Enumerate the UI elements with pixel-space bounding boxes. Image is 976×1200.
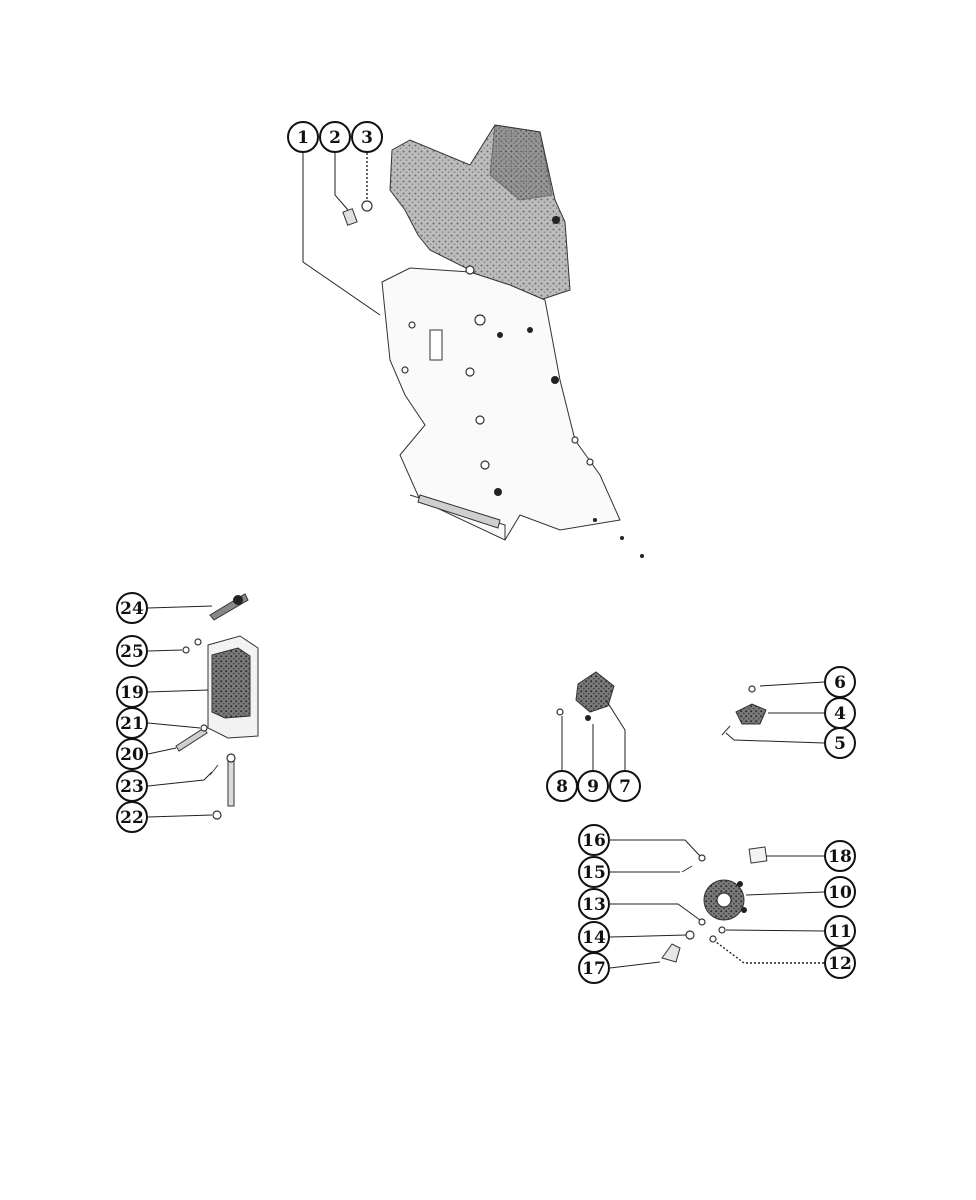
svg-text:14: 14: [582, 928, 606, 948]
callout-9: 9: [577, 770, 609, 802]
svg-text:18: 18: [828, 847, 852, 867]
svg-text:8: 8: [556, 777, 568, 797]
callout-3: 3: [351, 121, 383, 153]
callout-16: 16: [578, 824, 610, 856]
svg-text:2: 2: [329, 128, 341, 148]
svg-text:1: 1: [297, 128, 309, 148]
leader-lines: [147, 153, 825, 969]
svg-text:20: 20: [120, 745, 144, 765]
callout-18: 18: [824, 840, 856, 872]
callout-21: 21: [116, 707, 148, 739]
left-assembly-drawing: [175, 593, 259, 820]
callout-25: 25: [116, 635, 148, 667]
svg-text:22: 22: [120, 808, 144, 828]
right-small-parts-drawing: [721, 685, 767, 736]
callout-22: 22: [116, 801, 148, 833]
svg-text:5: 5: [834, 734, 846, 754]
svg-text:7: 7: [619, 777, 631, 797]
callout-13: 13: [578, 888, 610, 920]
svg-text:4: 4: [834, 704, 846, 724]
callout-5: 5: [824, 727, 856, 759]
svg-text:12: 12: [828, 954, 852, 974]
svg-text:6: 6: [834, 673, 846, 693]
callout-8: 8: [546, 770, 578, 802]
callout-23: 23: [116, 770, 148, 802]
svg-text:15: 15: [582, 863, 606, 883]
svg-text:13: 13: [582, 895, 606, 915]
ring-part-3: [361, 200, 373, 212]
callout-6: 6: [824, 666, 856, 698]
callout-7: 7: [609, 770, 641, 802]
callout-12: 12: [824, 947, 856, 979]
svg-text:24: 24: [120, 599, 144, 619]
callout-20: 20: [116, 738, 148, 770]
callout-4: 4: [824, 697, 856, 729]
svg-text:3: 3: [361, 128, 373, 148]
svg-text:25: 25: [120, 642, 144, 662]
callout-24: 24: [116, 592, 148, 624]
callout-17: 17: [578, 952, 610, 984]
middle-block-drawing: [556, 671, 615, 721]
main-housing-drawing: [342, 124, 644, 558]
callout-14: 14: [578, 921, 610, 953]
svg-text:11: 11: [828, 922, 852, 942]
svg-text:9: 9: [587, 777, 599, 797]
callout-2: 2: [319, 121, 351, 153]
pin-part-2: [342, 208, 358, 226]
svg-text:19: 19: [120, 683, 144, 703]
callout-19: 19: [116, 676, 148, 708]
callout-10: 10: [824, 876, 856, 908]
callout-15: 15: [578, 856, 610, 888]
svg-text:23: 23: [120, 777, 144, 797]
callout-1: 1: [287, 121, 319, 153]
svg-text:21: 21: [120, 714, 144, 734]
callout-11: 11: [824, 915, 856, 947]
svg-text:16: 16: [582, 831, 606, 851]
svg-text:10: 10: [828, 883, 852, 903]
svg-text:17: 17: [582, 959, 606, 979]
lower-right-assembly-drawing: [661, 846, 768, 963]
